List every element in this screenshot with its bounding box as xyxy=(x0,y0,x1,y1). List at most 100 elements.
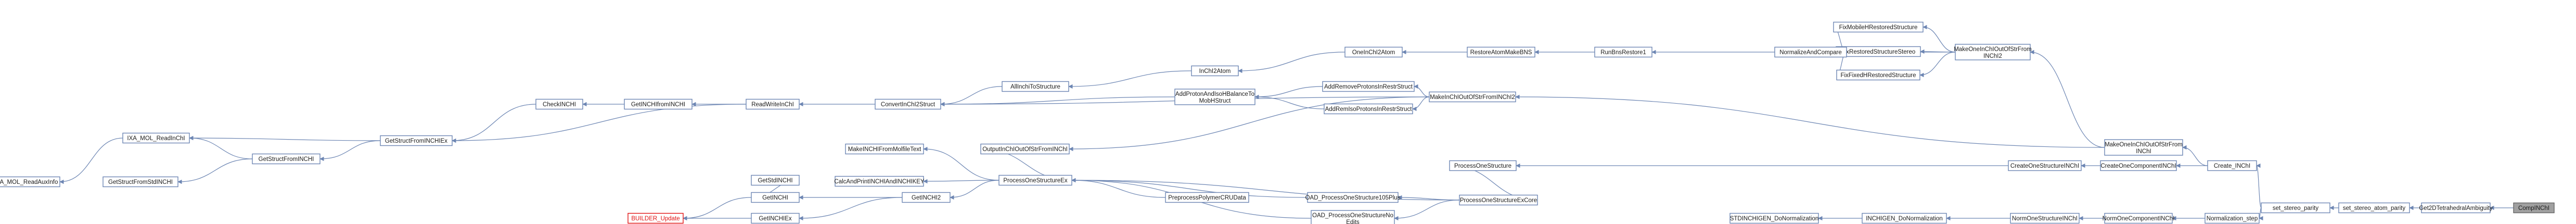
node-box xyxy=(252,153,321,165)
node-label: Normalization_step xyxy=(2207,216,2258,222)
node-label: IXA_MOL_ReadInChI xyxy=(127,135,185,142)
edge-line xyxy=(940,86,1003,107)
node-label: FixMobileHRestoredStructure xyxy=(1839,24,1918,31)
node-addremoveprotons[interactable]: AddRemoveProtonsInRestrStruct xyxy=(1322,81,1415,92)
node-makeinchioutofstrfrominchi2[interactable]: MakeInChIOutOfStrFromINChI2 xyxy=(1429,91,1516,103)
node-inchi_donorm[interactable]: INCHIGEN_DoNormalization xyxy=(1862,213,1947,224)
node-box xyxy=(2104,139,2183,156)
edge-getstructfrominchiex-to-readwriteinchi xyxy=(452,104,747,143)
node-ixa_mol_readinchi[interactable]: IXA_MOL_ReadInChI xyxy=(122,132,190,144)
node-label-line2: INChI2 xyxy=(1983,53,2002,59)
node-box xyxy=(1467,46,1535,58)
node-get2d[interactable]: Get2DTetrahedralAmbiguity xyxy=(2419,202,2493,214)
node-label: RunBnsRestore1 xyxy=(1600,49,1646,56)
node-makeinchifrommolfiletext[interactable]: MakeINCHIFromMolfileText xyxy=(845,143,924,155)
node-label: AddProtonAndIsoHBalanceTo xyxy=(1175,91,1254,97)
edge-addprotonandbalance-to-addremisoprotons xyxy=(1254,94,1325,109)
node-box xyxy=(1324,103,1413,115)
edge-line xyxy=(940,96,1175,107)
node-processonestructureexcore[interactable]: ProcessOneStructureExCore xyxy=(1459,194,1538,206)
node-restoreatommakebns[interactable]: RestoreAtomMakeBNS xyxy=(1467,46,1535,58)
node-label: RestoreAtomMakeBNS xyxy=(1470,49,1532,56)
node-calcandprintinchiandinchikey[interactable]: CalcAndPrintINCHIAndINCHIKEY xyxy=(834,176,925,187)
node-normstep[interactable]: Normalization_step xyxy=(2205,213,2260,224)
edge-line xyxy=(1068,70,1192,89)
node-label: MakeINCHIFromMolfileText xyxy=(848,146,921,153)
node-box xyxy=(746,98,800,110)
node-label: CalcAndPrintINCHIAndINCHIKEY xyxy=(834,179,925,185)
node-label: STDINCHIGEN_DoNormalization xyxy=(1730,216,1819,222)
node-getstructfrominchi[interactable]: GetStructFromINCHI xyxy=(252,153,321,165)
node-box xyxy=(1449,160,1517,171)
node-box xyxy=(980,143,1070,155)
node-getinchiex[interactable]: GetINCHIEx xyxy=(751,213,800,224)
node-createonestructinchi[interactable]: CreateOneStructureINChI xyxy=(2008,160,2082,171)
edge-line xyxy=(923,179,999,184)
node-stdinchigen_donorm[interactable]: STDINCHIGEN_DoNormalization xyxy=(1729,213,1819,224)
node-box xyxy=(751,192,800,203)
edge-fixmobile-to-mkoneinchioutofstrfrom2 xyxy=(1923,24,1956,53)
node-fixmobile[interactable]: FixMobileHRestoredStructure xyxy=(1833,21,1924,33)
node-normonecompinchi[interactable]: NormOneComponentINChI xyxy=(2103,213,2175,224)
node-label: NormOneStructureINChI xyxy=(2012,216,2078,222)
node-checkinchi[interactable]: CheckINCHI xyxy=(535,98,583,110)
edge-line xyxy=(683,197,752,221)
node-addremisoprotons[interactable]: AddRemIsoProtonsInRestrStruct xyxy=(1324,103,1413,115)
node-normalizeandcompare[interactable]: NormalizeAndCompare xyxy=(1774,46,1847,58)
node-box xyxy=(1344,46,1403,58)
node-box xyxy=(1191,65,1239,77)
node-complete[interactable]: CompINChI xyxy=(2513,202,2555,214)
node-getstdinchi[interactable]: GetStdINCHI xyxy=(751,175,800,186)
node-oad_processonestructure105plus[interactable]: OAD_ProcessOneStructure105Plus xyxy=(1305,192,1401,203)
edge-line xyxy=(189,135,381,141)
node-label: CreateOneComponentINChI xyxy=(2100,163,2176,169)
node-getinchi[interactable]: GetINCHI xyxy=(751,192,800,203)
edge-addremisoprotons-to-makeinchioutofstrfrominchi2 xyxy=(1412,96,1430,111)
node-label: BUILDER_Update xyxy=(631,216,680,222)
node-createinchi[interactable]: Create_INChI xyxy=(2207,160,2257,171)
node-runbnsrestore1[interactable]: RunBnsRestore1 xyxy=(1594,46,1652,58)
node-setsap[interactable]: set_stereo_atom_parity xyxy=(2338,202,2410,214)
node-fixfixed[interactable]: FixFixedHRestoredStructure xyxy=(1836,69,1920,81)
edge-addremoveprotons-to-makeinchioutofstrfrominchi2 xyxy=(1414,84,1430,97)
node-allinchitostructure[interactable]: AllInchiToStructure xyxy=(1002,81,1069,92)
node-fixrestored[interactable]: FixRestoredStructureStereo xyxy=(1836,46,1921,57)
edge-line xyxy=(452,104,747,143)
node-inchi2atom[interactable]: InChI2Atom xyxy=(1191,65,1239,77)
node-readwriteinchi[interactable]: ReadWriteInChI xyxy=(746,98,800,110)
node-label: FixRestoredStructureStereo xyxy=(1841,49,1916,55)
node-label: ConvertInChI2Struct xyxy=(881,102,935,108)
node-box xyxy=(1307,192,1399,203)
edge-getstructfrominchi-to-getstructfrominchiex xyxy=(319,140,381,161)
node-outputinchioutofstrfrominchi[interactable]: OutputInChIOutOfStrFromINChI xyxy=(980,143,1070,155)
node-ixa_mol_readauxinfo[interactable]: IXA_MOL_ReadAuxInfo xyxy=(0,176,60,188)
node-box xyxy=(2261,202,2330,214)
node-label: ProcessOneStructureExCore xyxy=(1460,197,1537,204)
node-preprocesspolymercrudata[interactable]: PreprocessPolymerCRUData xyxy=(1165,192,1249,203)
node-getstructfrominchiex[interactable]: GetStructFromINCHIEx xyxy=(380,135,453,146)
node-oneinchi2atom[interactable]: OneInChI2Atom xyxy=(1344,46,1403,58)
node-processonestructureex[interactable]: ProcessOneStructureEx xyxy=(998,175,1072,186)
node-createonecompinchi[interactable]: CreateOneComponentINChI xyxy=(2100,160,2177,171)
node-getinchi2[interactable]: GetINCHI2 xyxy=(902,192,951,203)
edge-getstructfrominchiex-to-checkinchi xyxy=(452,104,536,143)
node-convertinchi2struct[interactable]: ConvertInChI2Struct xyxy=(875,98,941,110)
node-label: GetStructFromINCHIEx xyxy=(385,138,447,144)
node-box xyxy=(535,98,583,110)
node-normonestructinchi[interactable]: NormOneStructureINChI xyxy=(2010,213,2080,224)
node-getstructfromstdinchi[interactable]: GetStructFromStdINCHI xyxy=(102,176,178,188)
node-box xyxy=(0,176,60,188)
node-builder_update[interactable]: BUILDER_Update xyxy=(627,213,684,224)
node-setsp[interactable]: set_stereo_parity xyxy=(2261,202,2330,214)
node-box xyxy=(2513,202,2555,214)
node-getinchifrominchi[interactable]: GetINCHIfromINCHI xyxy=(624,98,693,110)
edge-getstructfromstdinchi-to-getstructfrominchi xyxy=(177,158,253,184)
node-processonestructure[interactable]: ProcessOneStructure xyxy=(1449,160,1517,171)
edge-line xyxy=(2256,163,2262,208)
node-box xyxy=(1955,44,2031,60)
edge-line xyxy=(799,197,903,221)
